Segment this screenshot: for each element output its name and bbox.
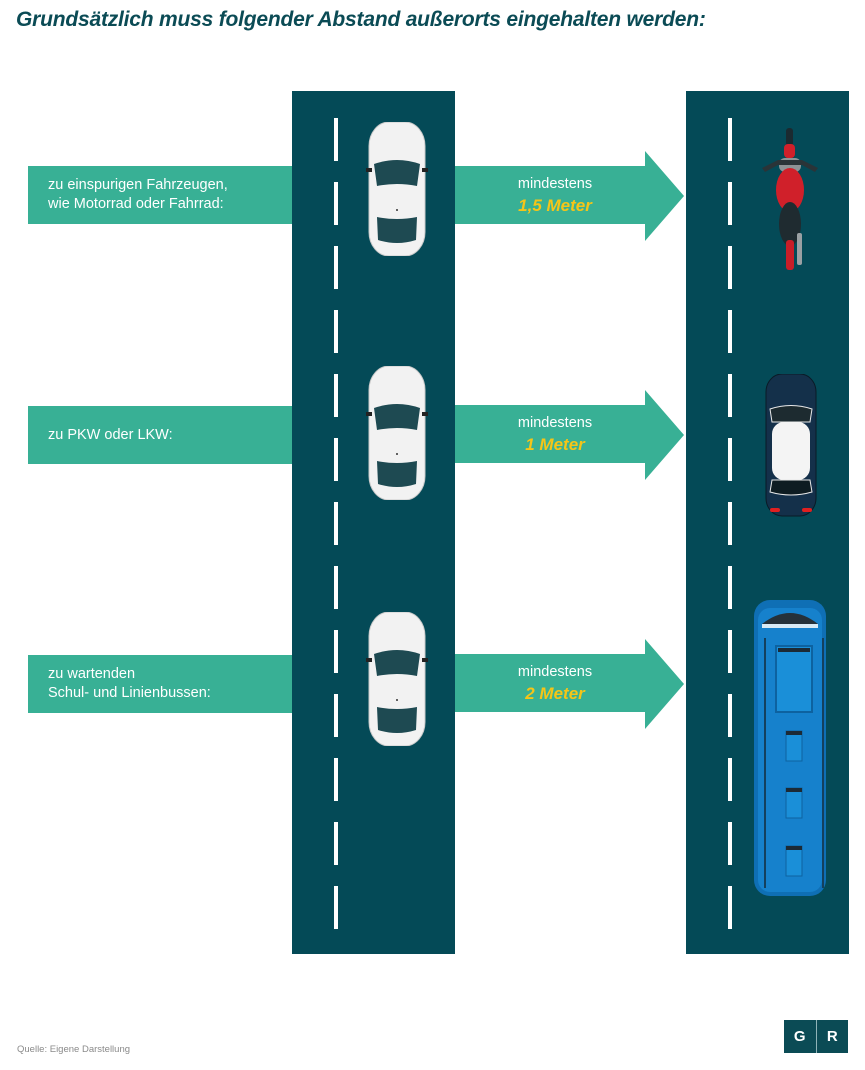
lane-dash [334, 758, 338, 801]
label-line: zu PKW oder LKW: [48, 426, 173, 443]
lane-dash [728, 758, 732, 801]
lane-dash [334, 630, 338, 673]
distance-arrow-car-truck: mindestens 1 Meter [455, 390, 685, 480]
label-bar-car-truck: zu PKW oder LKW: [28, 406, 292, 464]
dark-car-icon [765, 374, 817, 517]
lane-dash [334, 310, 338, 353]
label-line: Schul- und Linienbussen: [48, 685, 211, 701]
lane-dash [334, 182, 338, 225]
distance-arrow-single-track: mindestens 1,5 Meter [455, 151, 685, 241]
lane-dash [728, 566, 732, 609]
arrow-shape [455, 390, 684, 480]
lane-dash [728, 886, 732, 929]
lane-dash [728, 182, 732, 225]
distance-prefix: mindestens [517, 664, 593, 680]
logo-letter: G [793, 1028, 806, 1045]
bus-icon [754, 600, 826, 896]
lane-dash [728, 438, 732, 481]
label-line: wie Motorrad oder Fahrrad: [48, 196, 224, 212]
motorcycle-icon [762, 128, 818, 270]
lane-dash [334, 246, 338, 289]
arrow-shape [455, 151, 684, 241]
distance-value: 1 Meter [525, 435, 585, 454]
lane-dash [334, 502, 338, 545]
distance-arrow-bus: mindestens 2 Meter [455, 639, 685, 729]
label-line: zu wartenden [48, 666, 136, 682]
arrow-shape [455, 639, 684, 729]
distance-value: 2 Meter [525, 684, 585, 703]
distance-value: 1,5 Meter [518, 196, 592, 215]
white-car-icon [366, 366, 428, 500]
page-title: Grundsätzlich muss folgender Abstand auß… [16, 8, 706, 31]
lane-dash [728, 310, 732, 353]
lane-dash [728, 374, 732, 417]
distance-prefix: mindestens [517, 176, 593, 192]
lane-dash [334, 694, 338, 737]
lane-dash [728, 694, 732, 737]
lane-dash [728, 502, 732, 545]
lane-dash [334, 566, 338, 609]
lane-dash [334, 118, 338, 161]
lane-dash [728, 118, 732, 161]
lane-dash [728, 822, 732, 865]
label-bar-single-track: zu einspurigen Fahrzeugen, wie Motorrad … [28, 166, 292, 224]
gr-logo: G R [784, 1020, 848, 1053]
lane-dash [728, 630, 732, 673]
source-note: Quelle: Eigene Darstellung [17, 1044, 131, 1055]
lane-dash [334, 374, 338, 417]
label-line: zu einspurigen Fahrzeugen, [48, 177, 228, 193]
logo-letter: R [826, 1028, 838, 1045]
white-car-icon [366, 122, 428, 256]
logo-divider [815, 1020, 817, 1053]
lane-dash [728, 246, 732, 289]
lane-dash [334, 886, 338, 929]
label-bar-bus: zu wartenden Schul- und Linienbussen: [28, 655, 292, 713]
distance-prefix: mindestens [517, 415, 593, 431]
lane-dash [334, 438, 338, 481]
white-car-icon [366, 612, 428, 746]
lane-dash [334, 822, 338, 865]
